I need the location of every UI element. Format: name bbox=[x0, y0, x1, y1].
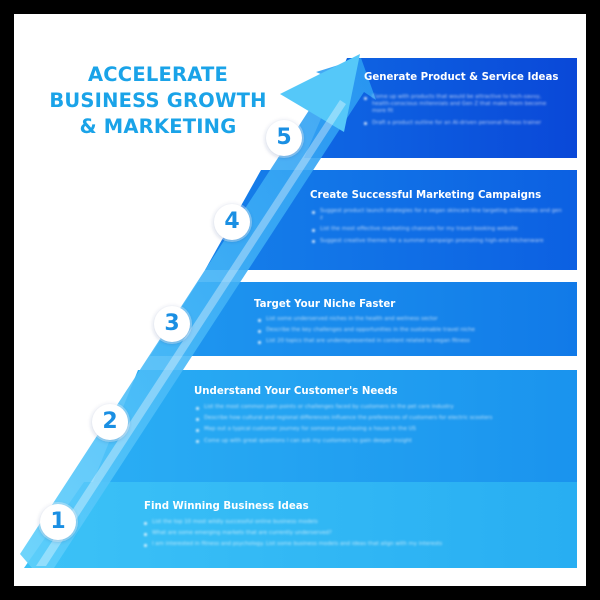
step-4-title: Create Successful Marketing Campaigns bbox=[310, 190, 542, 201]
step-2-bullet-4: Come up with great questions I can ask m… bbox=[196, 438, 556, 445]
step-1-bullet-3: I am interested in fitness and psycholog… bbox=[144, 541, 554, 548]
step-3-title: Target Your Niche Faster bbox=[254, 299, 396, 310]
step-1-title: Find Winning Business Ideas bbox=[144, 501, 309, 512]
step-2-bullet-1: List the most common pain points or chal… bbox=[196, 404, 556, 411]
step-5-bullet-1: Come up with products that would be attr… bbox=[364, 94, 554, 116]
step-4-number-badge: 4 bbox=[214, 204, 250, 240]
step-1-bullet-1: List the top 10 most wildly successful o… bbox=[144, 519, 554, 526]
step-5-number-badge: 5 bbox=[266, 120, 302, 156]
step-2-band bbox=[93, 370, 577, 482]
step-2-number-badge: 2 bbox=[92, 404, 128, 440]
step-4-bullet-2: List the most effective marketing channe… bbox=[312, 226, 562, 233]
step-1-bullets: List the top 10 most wildly successful o… bbox=[144, 519, 554, 553]
step-3-bullet-2: Describe the key challenges and opportun… bbox=[258, 327, 563, 334]
growth-arrow bbox=[20, 58, 376, 568]
step-3-bullets: List some underserved niches in the heal… bbox=[258, 316, 563, 350]
step-2-bullet-2: Describe how cultural and regional diffe… bbox=[196, 415, 556, 422]
step-5-bullet-2: Draft a product outline for an AI-driven… bbox=[364, 120, 554, 127]
step-5-title: Generate Product & Service Ideas bbox=[364, 72, 559, 83]
growth-arrow-head bbox=[280, 54, 360, 132]
infographic-canvas: ACCELERATE BUSINESS GROWTH & MARKETING bbox=[14, 14, 586, 586]
infographic-title: ACCELERATE BUSINESS GROWTH & MARKETING bbox=[38, 62, 278, 140]
step-2-title: Understand Your Customer's Needs bbox=[194, 386, 398, 397]
step-3-band bbox=[150, 282, 577, 356]
step-1-bullet-2: What are some emerging markets that are … bbox=[144, 530, 554, 537]
step-4-bullet-3: Suggest creative themes for a summer cam… bbox=[312, 238, 562, 245]
title-line-1: ACCELERATE bbox=[88, 63, 228, 86]
step-2-bullets: List the most common pain points or chal… bbox=[196, 404, 556, 449]
title-line-2: BUSINESS GROWTH bbox=[49, 89, 267, 112]
step-5-band bbox=[304, 58, 577, 158]
step-2-bullet-3: Map out a typical customer journey for s… bbox=[196, 426, 556, 433]
step-4-bullets: Suggest product launch strategies for a … bbox=[312, 208, 562, 249]
arrow-highlight bbox=[36, 100, 346, 566]
step-1-band bbox=[24, 482, 577, 568]
staircase-pyramid bbox=[20, 54, 577, 568]
title-line-3: & MARKETING bbox=[79, 115, 237, 138]
step-5-bullets: Come up with products that would be attr… bbox=[364, 94, 554, 131]
step-4-band bbox=[205, 170, 577, 270]
step-3-number-badge: 3 bbox=[154, 306, 190, 342]
step-3-bullet-1: List some underserved niches in the heal… bbox=[258, 316, 563, 323]
step-3-bullet-3: List 20 topics that are underrepresented… bbox=[258, 338, 563, 345]
step-4-bullet-1: Suggest product launch strategies for a … bbox=[312, 208, 562, 222]
step-1-number-badge: 1 bbox=[40, 504, 76, 540]
